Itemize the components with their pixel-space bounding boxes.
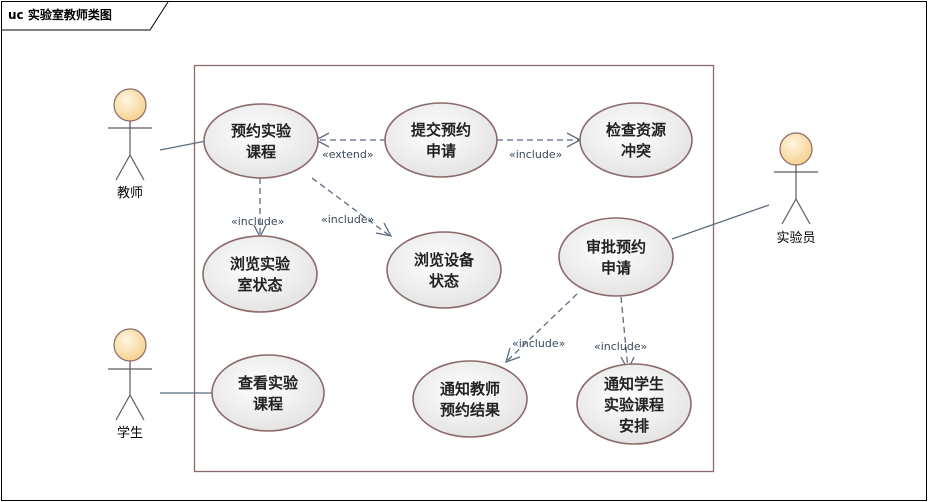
- actor-lab-staff[interactable]: 实验员: [774, 132, 818, 246]
- usecase-notify-student-line1: 通知学生: [604, 375, 664, 393]
- usecase-reserve-course-line2: 课程: [246, 143, 276, 161]
- usecase-browse-equipment-line2: 状态: [429, 272, 459, 290]
- usecase-notify-teacher-line1: 通知教师: [440, 380, 500, 398]
- include-label-approve-student: «include»: [594, 340, 647, 353]
- usecase-check-conflict[interactable]: 检查资源 冲突: [579, 102, 693, 178]
- usecase-browse-lab-line1: 浏览实验: [230, 255, 291, 273]
- assoc-teacher-reserve: [159, 140, 207, 151]
- actor-teacher-head-icon: [113, 88, 147, 122]
- usecase-browse-lab[interactable]: 浏览实验 室状态: [202, 235, 318, 313]
- dep-include-approve-student: [620, 296, 629, 370]
- frame-title-tab: [1, 1, 169, 31]
- usecase-view-course-line2: 课程: [253, 395, 283, 413]
- include-label-reserve-equipment: «include»: [321, 213, 374, 226]
- extend-label: «extend»: [322, 148, 374, 161]
- usecase-approve-request-line2: 申请: [601, 259, 631, 277]
- usecase-reserve-course-line1: 预约实验: [231, 122, 292, 140]
- dep-include-reserve-equipment-arrow: [375, 222, 393, 237]
- usecase-approve-request[interactable]: 审批预约 申请: [558, 217, 674, 297]
- include-label-reserve-lab: «include»: [231, 215, 284, 228]
- dep-include-approve-teacher: [506, 293, 578, 362]
- usecase-view-course-line1: 查看实验: [238, 374, 299, 392]
- usecase-notify-student-line3: 安排: [619, 417, 649, 435]
- system-boundary: [193, 64, 715, 473]
- usecase-check-conflict-line2: 冲突: [621, 142, 651, 160]
- usecase-browse-equipment-line1: 浏览设备: [414, 251, 475, 269]
- assoc-labstaff-approve: [671, 204, 770, 240]
- usecase-notify-teacher[interactable]: 通知教师 预约结果: [412, 360, 528, 438]
- frame-title: uc 实验室教师类图: [8, 7, 112, 22]
- usecase-view-course[interactable]: 查看实验 课程: [211, 354, 325, 432]
- usecase-browse-equipment[interactable]: 浏览设备 状态: [386, 231, 502, 309]
- usecase-approve-request-line1: 审批预约: [586, 238, 646, 256]
- usecase-notify-teacher-line2: 预约结果: [440, 401, 501, 419]
- usecase-reserve-course[interactable]: 预约实验 课程: [203, 103, 319, 179]
- usecase-submit-request-line2: 申请: [426, 142, 456, 160]
- usecase-check-conflict-line1: 检查资源: [606, 121, 666, 139]
- actor-lab-staff-head-icon: [779, 132, 813, 166]
- include-label-submit-check: «include»: [509, 148, 562, 161]
- usecase-submit-request[interactable]: 提交预约 申请: [384, 102, 498, 178]
- usecase-notify-student-line2: 实验课程: [604, 396, 664, 414]
- usecase-browse-lab-line2: 室状态: [237, 276, 282, 294]
- actor-lab-staff-label: 实验员: [776, 230, 815, 246]
- actor-teacher-label: 教师: [117, 185, 143, 201]
- dep-include-approve-teacher-arrow: [505, 347, 521, 364]
- actor-teacher[interactable]: 教师: [108, 88, 152, 201]
- actor-student-head-icon: [113, 328, 147, 362]
- actor-student[interactable]: 学生: [108, 328, 152, 441]
- actor-student-label: 学生: [117, 425, 143, 441]
- usecase-submit-request-line1: 提交预约: [411, 121, 471, 139]
- usecase-notify-student[interactable]: 通知学生 实验课程 安排: [576, 363, 692, 445]
- include-label-approve-teacher: «include»: [512, 337, 565, 350]
- dep-include-reserve-equipment: [311, 177, 391, 237]
